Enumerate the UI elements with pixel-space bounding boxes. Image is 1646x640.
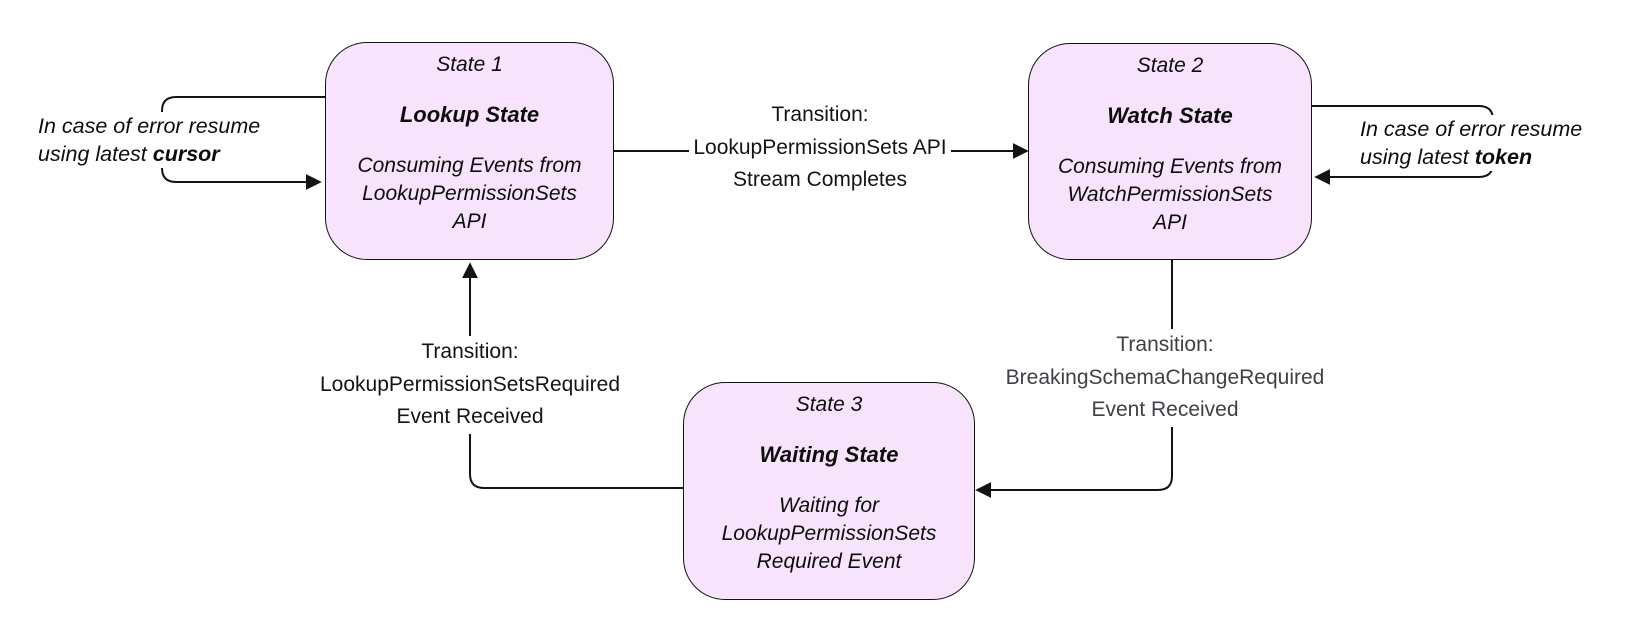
transition-label-state1-to-state2: Transition: LookupPermissionSets API Str…: [640, 99, 1000, 197]
error-resume-note-state2: In case of error resume using latest tok…: [1358, 115, 1585, 171]
transition-label-state2-to-state3: Transition: BreakingSchemaChangeRequired…: [985, 329, 1345, 427]
state-node-lookup: State 1 Lookup State Consuming Events fr…: [325, 42, 614, 260]
transition-label-state3-to-state1: Transition: LookupPermissionSetsRequired…: [290, 336, 650, 434]
state1-title: State 1: [436, 53, 503, 76]
state3-description: Waiting for LookupPermissionSets Require…: [721, 494, 937, 573]
state-node-waiting: State 3 Waiting State Waiting for Lookup…: [683, 382, 975, 600]
state2-description: Consuming Events from WatchPermissionSet…: [1057, 155, 1283, 234]
state1-name: Lookup State: [399, 102, 540, 127]
error-note-line2: using latest token: [1358, 143, 1535, 171]
transition-arrow-state3-to-state1: [462, 262, 683, 489]
error-resume-note-state1: In case of error resume using latest cur…: [36, 112, 263, 168]
state3-title: State 3: [795, 393, 863, 416]
token-keyword: token: [1474, 145, 1533, 169]
state2-title: State 2: [1136, 54, 1204, 77]
error-note-line1: In case of error resume: [36, 112, 263, 140]
cursor-keyword: cursor: [152, 142, 220, 166]
error-note-line1: In case of error resume: [1358, 115, 1585, 143]
state1-description: Consuming Events from LookupPermissionSe…: [357, 154, 582, 233]
state-node-watch: State 2 Watch State Consuming Events fro…: [1028, 43, 1312, 260]
transition-arrow-state2-to-state3: [975, 260, 1173, 498]
error-note-line2: using latest cursor: [36, 140, 222, 168]
state2-name: Watch State: [1107, 103, 1233, 128]
state3-name: Waiting State: [759, 442, 899, 467]
